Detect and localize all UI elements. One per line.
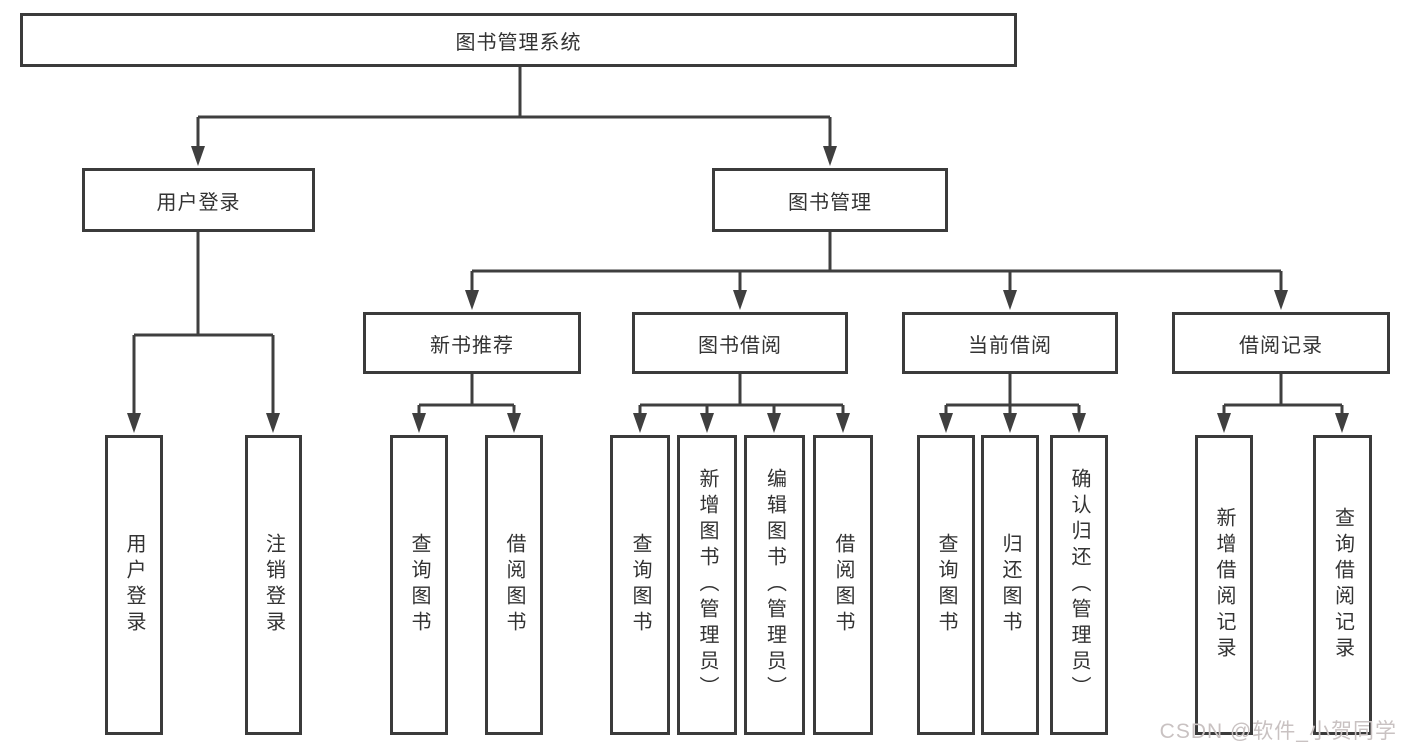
node-book-borrow: 图书借阅 xyxy=(632,312,848,374)
node-user-login-label: 用户登录 xyxy=(156,191,241,214)
leaf-return-book-label: 归还图书 xyxy=(999,533,1021,637)
node-library-system: 图书管理系统 xyxy=(20,13,1017,67)
node-new-book-recommend: 新书推荐 xyxy=(363,312,581,374)
leaf-add-book-admin-label: 新增图书（管理员） xyxy=(696,468,718,702)
leaf-logout-label: 注销登录 xyxy=(262,533,285,637)
leaf-query-books-current: 查询图书 xyxy=(917,435,975,735)
leaf-user-login-label: 用户登录 xyxy=(123,533,145,637)
leaf-query-books-current-label: 查询图书 xyxy=(935,533,957,637)
node-borrow-records: 借阅记录 xyxy=(1172,312,1390,374)
node-library-system-label: 图书管理系统 xyxy=(455,31,582,54)
leaf-borrow-books-recommend: 借阅图书 xyxy=(485,435,543,735)
node-current-borrow: 当前借阅 xyxy=(902,312,1118,374)
node-book-management: 图书管理 xyxy=(712,168,948,232)
leaf-query-books-recommend: 查询图书 xyxy=(390,435,448,735)
leaf-confirm-return-admin: 确认归还（管理员） xyxy=(1050,435,1108,735)
node-book-management-label: 图书管理 xyxy=(788,191,872,214)
leaf-query-books-borrow: 查询图书 xyxy=(610,435,670,735)
leaf-query-borrow-record: 查询借阅记录 xyxy=(1313,435,1372,735)
leaf-query-books-recommend-label: 查询图书 xyxy=(408,533,430,637)
leaf-borrow-books-recommend-label: 借阅图书 xyxy=(503,533,525,637)
leaf-add-borrow-record-label: 新增借阅记录 xyxy=(1213,507,1235,663)
leaf-user-login: 用户登录 xyxy=(105,435,163,735)
leaf-return-book: 归还图书 xyxy=(981,435,1039,735)
node-current-borrow-label: 当前借阅 xyxy=(968,334,1052,357)
node-book-borrow-label: 图书借阅 xyxy=(698,334,782,357)
leaf-borrow-books-2: 借阅图书 xyxy=(813,435,873,735)
leaf-query-books-borrow-label: 查询图书 xyxy=(629,533,651,637)
node-new-book-recommend-label: 新书推荐 xyxy=(430,334,514,357)
watermark: CSDN @软件_小贺同学 xyxy=(1159,720,1397,743)
arrowheads xyxy=(127,146,1349,433)
leaf-add-borrow-record: 新增借阅记录 xyxy=(1195,435,1253,735)
leaf-confirm-return-admin-label: 确认归还（管理员） xyxy=(1068,468,1090,702)
leaf-add-book-admin: 新增图书（管理员） xyxy=(677,435,737,735)
leaf-edit-book-admin: 编辑图书（管理员） xyxy=(744,435,805,735)
node-user-login: 用户登录 xyxy=(82,168,315,232)
leaf-edit-book-admin-label: 编辑图书（管理员） xyxy=(763,468,786,702)
leaf-query-borrow-record-label: 查询借阅记录 xyxy=(1331,507,1354,663)
leaf-logout: 注销登录 xyxy=(245,435,302,735)
leaf-borrow-books-2-label: 借阅图书 xyxy=(832,533,854,637)
node-borrow-records-label: 借阅记录 xyxy=(1239,334,1323,357)
